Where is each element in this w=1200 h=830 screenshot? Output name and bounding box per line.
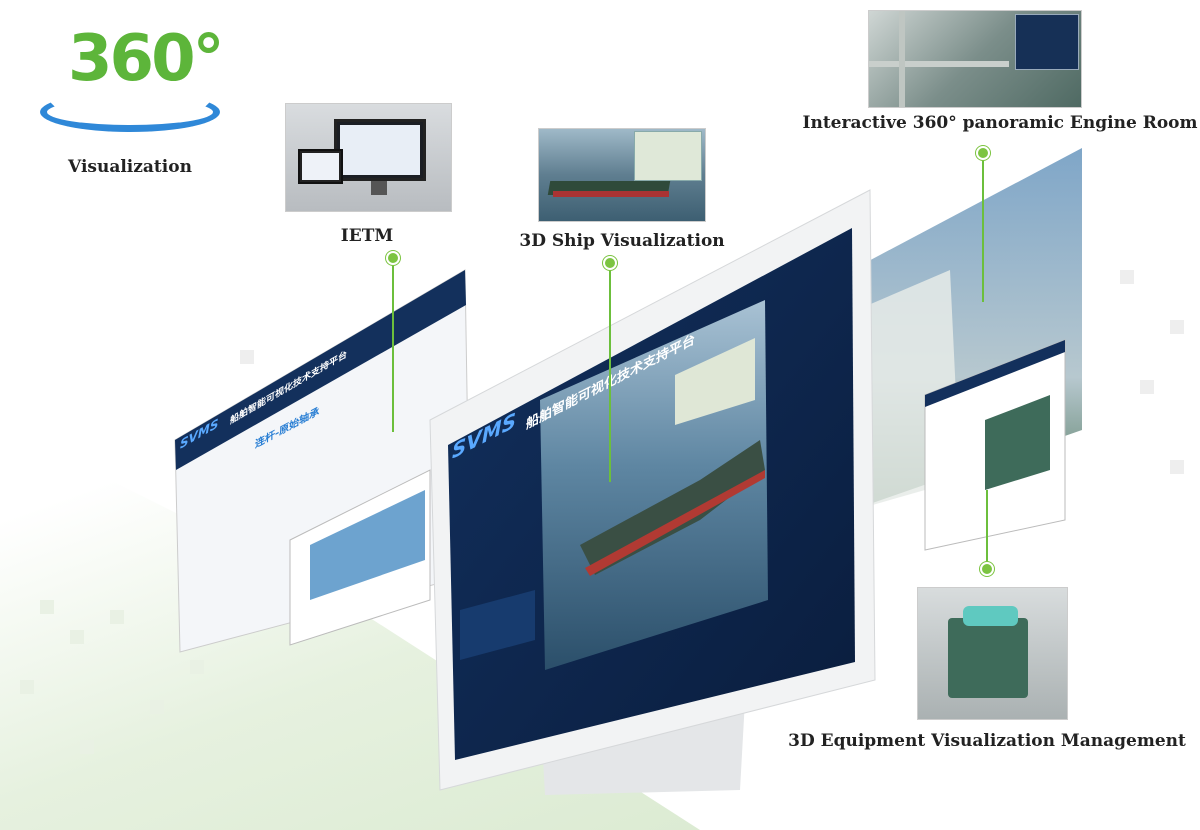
360-logo: 360°: [38, 22, 228, 140]
rotation-arrow-icon: [40, 92, 220, 132]
monitor: [429, 189, 876, 795]
equipment-dot: [980, 562, 994, 576]
ietm-dot: [386, 251, 400, 265]
ietm-label: IETM: [340, 226, 394, 246]
engine-dot: [976, 146, 990, 160]
ietm-thumbnail: [285, 103, 452, 212]
equipment-thumbnail: [917, 587, 1068, 720]
engine-room-thumbnail: [868, 10, 1082, 108]
ietm-connector: [392, 262, 394, 432]
equipment-connector: [986, 490, 988, 568]
engine-connector: [982, 157, 984, 302]
ship-label: 3D Ship Visualization: [519, 231, 725, 251]
logo-360-text: 360°: [68, 22, 225, 96]
engine-room-label: Interactive 360° panoramic Engine Room: [802, 113, 1198, 133]
ietm-screen: [174, 269, 471, 653]
equipment-label: 3D Equipment Visualization Management: [788, 731, 1186, 751]
ship-dot: [603, 256, 617, 270]
ship-connector: [609, 267, 611, 482]
ship-thumbnail: [538, 128, 706, 222]
visualization-label: Visualization: [68, 157, 192, 177]
